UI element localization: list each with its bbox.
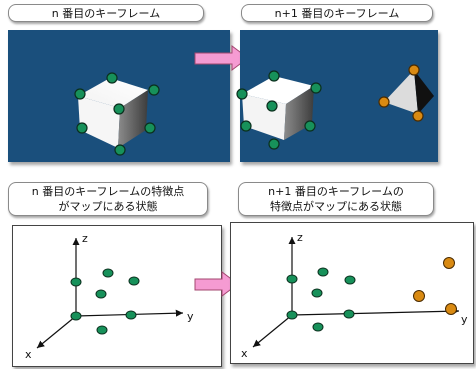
feature-point	[268, 70, 280, 82]
map-point	[286, 274, 298, 284]
feature-point	[76, 122, 88, 134]
feature-point-new	[378, 96, 390, 108]
map-n1-svg: z y x	[241, 231, 468, 360]
feature-point	[114, 144, 126, 156]
map-points-n	[70, 268, 140, 335]
feature-points-n1-orange	[378, 64, 424, 122]
feature-point	[266, 100, 278, 112]
map-point	[102, 268, 114, 278]
frame-n-label: n 番目のキーフレーム	[8, 4, 204, 22]
new-object-face	[384, 70, 418, 114]
cube-side-face	[118, 90, 148, 148]
map-n1-label-line1: n+1 番目のキーフレームの	[268, 185, 404, 198]
map-n-label-line2: がマップにある状態	[58, 200, 158, 213]
map-point-new	[413, 290, 425, 302]
feature-point-new	[408, 64, 420, 76]
map-point	[286, 310, 298, 320]
new-object-shadow-face	[414, 70, 434, 114]
map-n-svg: z y x	[25, 232, 194, 361]
map-point	[344, 275, 356, 285]
y-axis	[291, 307, 460, 316]
feature-point	[74, 88, 86, 100]
map-n-label: n 番目のキーフレームの特徴点 がマップにある状態	[8, 182, 208, 216]
map-point	[311, 288, 323, 298]
x-axis	[252, 314, 293, 348]
new-object	[384, 70, 434, 114]
feature-point	[148, 84, 160, 96]
map-point	[128, 276, 140, 286]
x-axis-label: x	[25, 348, 32, 361]
feature-point	[144, 122, 156, 134]
keyframe-n1-image	[236, 30, 438, 162]
map-point	[125, 310, 137, 320]
feature-point	[106, 72, 118, 84]
feature-point	[310, 82, 322, 94]
y-axis-label: y	[187, 310, 194, 323]
map-n1-plot: z y x	[230, 222, 474, 364]
map-point	[317, 267, 329, 277]
x-axis	[36, 315, 77, 349]
feature-point	[113, 103, 125, 115]
keyframe-n1-scene-svg	[236, 64, 434, 150]
cube-top-face	[78, 78, 148, 108]
z-axis-label: z	[297, 231, 303, 244]
frame-n-label-text: n 番目のキーフレーム	[51, 7, 161, 20]
map-n1-label-line2: 特徴点がマップにある状態	[270, 200, 402, 213]
map-points-n1-orange	[413, 257, 457, 315]
frame-n1-label-text: n+1 番目のキーフレーム	[274, 7, 400, 20]
map-point-new	[443, 257, 455, 269]
feature-point	[304, 120, 316, 132]
frame-n1-label: n+1 番目のキーフレーム	[241, 4, 433, 22]
map-n1-label: n+1 番目のキーフレームの 特徴点がマップにある状態	[238, 182, 434, 216]
cube-front-face	[78, 96, 120, 148]
feature-points-n1-green	[236, 70, 322, 150]
keyframe-n-cube-svg	[74, 72, 160, 156]
map-n-label-line1: n 番目のキーフレームの特徴点	[31, 185, 185, 198]
feature-point	[268, 138, 280, 150]
y-axis-label: y	[461, 313, 468, 326]
x-axis-label: x	[241, 347, 248, 360]
map-point	[95, 289, 107, 299]
cube-n	[78, 78, 148, 148]
map-point	[70, 277, 82, 287]
cube-top-face	[242, 76, 314, 104]
keyframe-n-image	[8, 30, 230, 162]
map-point	[343, 309, 355, 319]
z-axis-label: z	[82, 232, 88, 245]
map-points-n1-green	[286, 267, 356, 332]
feature-point	[236, 88, 248, 100]
map-point	[96, 325, 108, 335]
map-point	[70, 311, 82, 321]
feature-point	[240, 120, 252, 132]
map-point-new	[445, 303, 457, 315]
axes-n1	[252, 237, 460, 348]
feature-points-n	[74, 72, 160, 156]
map-n-plot: z y x	[12, 225, 222, 367]
feature-point-new	[412, 110, 424, 122]
map-point	[312, 322, 324, 332]
